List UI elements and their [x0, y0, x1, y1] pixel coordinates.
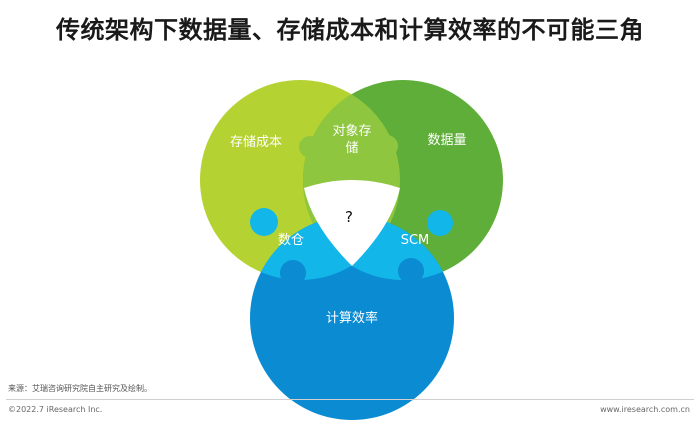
- puzzle-knob-top-right: [376, 135, 398, 157]
- page-title: 传统架构下数据量、存储成本和计算效率的不可能三角: [56, 16, 644, 44]
- puzzle-knob-right: [427, 210, 453, 236]
- footer-divider: [6, 399, 694, 400]
- data-volume-label: 数据量: [427, 133, 466, 148]
- puzzle-knob-top-left: [299, 136, 321, 158]
- scm-label: SCM: [401, 233, 430, 248]
- center-region: [304, 180, 400, 266]
- puzzle-knob-top: [339, 114, 365, 140]
- website-link[interactable]: www.iresearch.com.cn: [600, 405, 690, 414]
- source-note: 来源：艾瑞咨询研究院自主研究及绘制。: [8, 384, 152, 393]
- object-storage-label-line1: 对象存: [332, 124, 371, 139]
- copyright-text: ©2022.7 iResearch Inc.: [8, 405, 103, 414]
- puzzle-knob-bottom-right: [398, 258, 424, 284]
- storage-cost-label: 存储成本: [230, 135, 282, 150]
- center-question-label: ?: [345, 208, 353, 226]
- data-warehouse-label: 数仓: [278, 233, 304, 248]
- puzzle-knob-bottom-left: [280, 260, 306, 286]
- compute-efficiency-label: 计算效率: [326, 310, 378, 326]
- object-storage-label-line2: 储: [345, 141, 358, 156]
- puzzle-knob-left: [250, 208, 278, 236]
